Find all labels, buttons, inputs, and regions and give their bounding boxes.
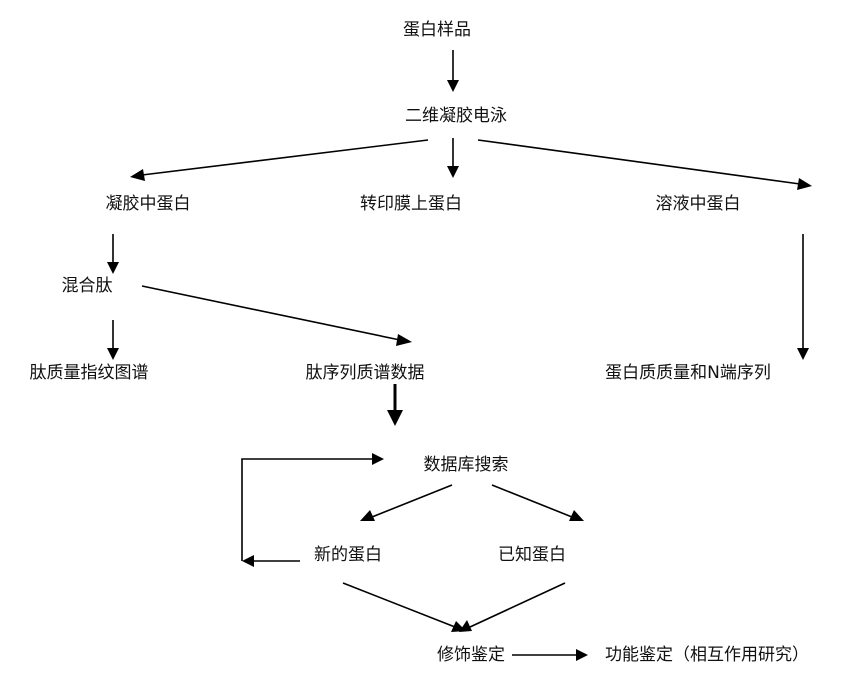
node-peptide-sequence-ms: 肽序列质谱数据: [305, 363, 425, 383]
node-2d-gel-electrophoresis: 二维凝胶电泳: [405, 106, 507, 126]
arrow-sample-to-gel2d: [447, 50, 459, 92]
node-known-protein: 已知蛋白: [498, 545, 566, 565]
node-solution-protein: 溶液中蛋白: [655, 194, 741, 214]
arrow-db-search-to-new-protein: [360, 484, 453, 521]
arrow-gel-protein-to-mixed-peptides: [107, 234, 119, 274]
arrow-solution-protein-to-mass-nterm: [797, 234, 809, 360]
arrow-known-protein-to-modification: [459, 582, 566, 632]
node-mixed-peptides: 混合肽: [61, 276, 113, 296]
node-new-protein: 新的蛋白: [314, 545, 382, 565]
node-database-search: 数据库搜索: [423, 455, 509, 475]
arrow-modification-to-function: [512, 649, 588, 661]
arrow-mixed-peptides-to-peptide-seq: [141, 285, 412, 346]
arrow-gel2d-to-blot-protein: [447, 138, 459, 178]
arrow-gel2d-to-solution-protein: [477, 139, 812, 190]
arrow-gel2d-to-gel-protein: [130, 139, 429, 181]
arrow-peptide-seq-to-db-search: [387, 384, 403, 426]
node-protein-sample: 蛋白样品: [403, 20, 471, 40]
arrow-mixed-peptides-to-pmf: [107, 320, 119, 360]
node-gel-protein: 凝胶中蛋白: [105, 194, 191, 214]
arrow-new-protein-to-modification: [342, 582, 466, 632]
node-protein-mass-nterm: 蛋白质质量和N端序列: [605, 363, 771, 383]
node-function-identification: 功能鉴定（相互作用研究）: [605, 645, 809, 665]
node-peptide-mass-fingerprint: 肽质量指纹图谱: [29, 363, 149, 383]
node-blot-protein: 转印膜上蛋白: [360, 194, 462, 214]
node-modification-identification: 修饰鉴定: [437, 645, 505, 665]
arrow-db-search-to-known-protein: [491, 484, 584, 521]
arrow-new-protein-loop-back: [241, 453, 384, 567]
